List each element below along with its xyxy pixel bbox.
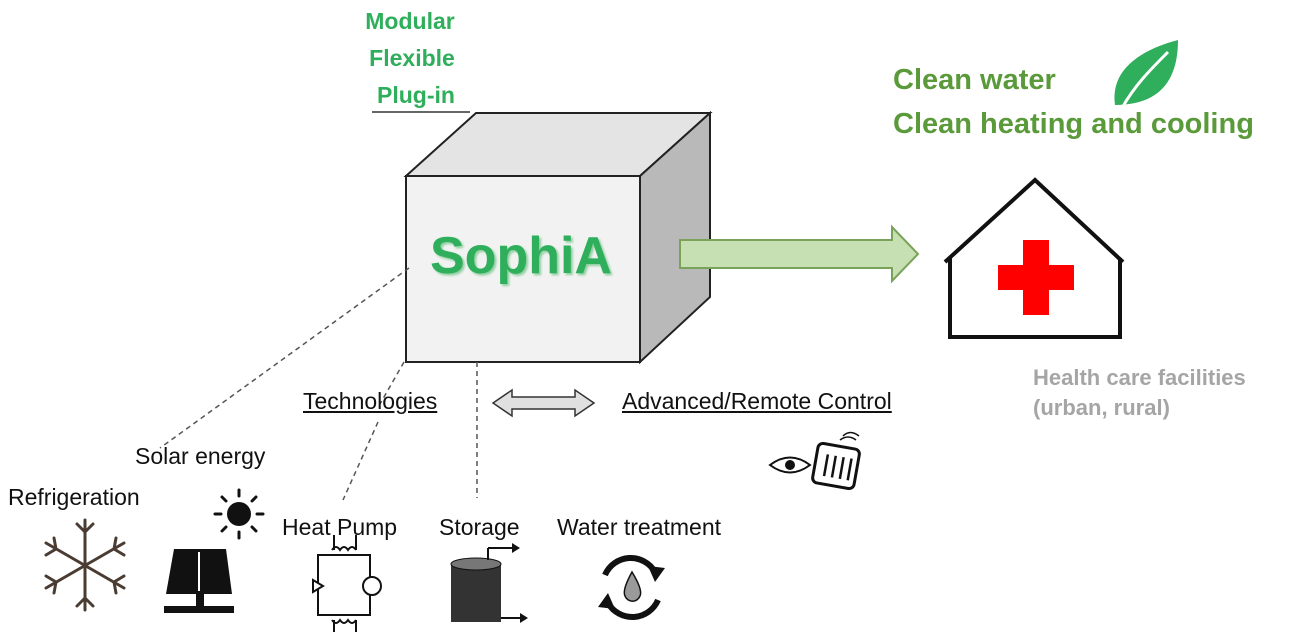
snowflake-icon [44, 518, 126, 612]
feature-modular: Modular [365, 8, 455, 34]
storage-label: Storage [439, 514, 520, 540]
sophia-cube [403, 110, 713, 365]
double-arrow [491, 388, 596, 418]
hospital-icon [943, 177, 1125, 339]
feature-flexible: Flexible [369, 45, 455, 71]
refrigeration-label: Refrigeration [8, 484, 140, 510]
product-name: SophiA [430, 227, 612, 285]
solar-panel-icon [164, 549, 234, 613]
red-cross-horizontal [998, 265, 1074, 290]
dashed-connectors [159, 267, 478, 501]
benefit-clean-water: Clean water [893, 64, 1056, 96]
water-treatment-label: Water treatment [557, 514, 722, 540]
cube-front-face [405, 175, 641, 363]
output-arrow [679, 224, 920, 284]
facility-label: Health care facilities [1033, 365, 1246, 390]
solar-energy-label: Solar energy [135, 443, 266, 469]
control-label: Advanced/Remote Control [622, 388, 892, 414]
water-cycle-icon [598, 555, 665, 620]
feature-plug-in: Plug-in [377, 82, 455, 108]
storage-tank-icon [450, 543, 528, 623]
leaf-icon [1114, 40, 1178, 109]
eye-icon [768, 456, 812, 474]
facility-sublabel: (urban, rural) [1033, 395, 1170, 420]
benefit-clean-heating-cooling: Clean heating and cooling [893, 108, 1254, 140]
technologies-label: Technologies [303, 388, 438, 414]
sun-icon [213, 488, 265, 540]
heat-pump-label: Heat Pump [282, 514, 398, 540]
tablet-icon [811, 431, 861, 491]
heat-pump-icon [312, 535, 382, 632]
